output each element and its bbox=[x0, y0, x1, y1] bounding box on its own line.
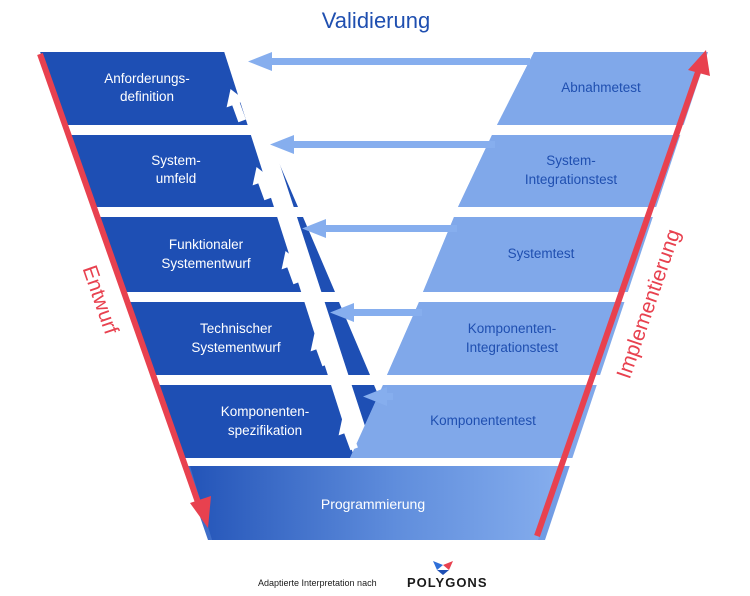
validation-arrow-5 bbox=[363, 387, 393, 406]
right-outer-mask bbox=[545, 40, 750, 540]
validation-arrow-4 bbox=[330, 303, 422, 322]
test-label-4-line1: Komponenten- bbox=[468, 321, 557, 336]
design-label-5-line2: spezifikation bbox=[228, 423, 302, 438]
test-label-2-line1: System- bbox=[546, 153, 596, 168]
design-label-4-line1: Technischer bbox=[200, 321, 273, 336]
chevron-up-icon bbox=[338, 416, 358, 451]
left-diagonal-gap bbox=[222, 45, 378, 466]
footer-brand: POLYGONS bbox=[407, 575, 487, 590]
design-arrow bbox=[37, 53, 211, 528]
base-bar-edge bbox=[190, 466, 562, 540]
arrow-down-icon bbox=[190, 496, 211, 528]
validation-arrow-2 bbox=[270, 135, 495, 154]
design-label-2-line1: System- bbox=[151, 153, 201, 168]
design-phase-labels: Anforderungs- definition System- umfeld … bbox=[104, 71, 309, 438]
polygons-logo-icon bbox=[433, 561, 453, 575]
validation-arrow-3 bbox=[302, 219, 457, 238]
test-label-2-line2: Integrationstest bbox=[525, 172, 618, 187]
validation-arrows bbox=[248, 52, 530, 406]
base-label: Programmierung bbox=[321, 496, 425, 512]
diagram-title: Validierung bbox=[322, 8, 430, 33]
design-label-3-line1: Funktionaler bbox=[169, 237, 244, 252]
design-bar-system-environment bbox=[36, 135, 298, 207]
design-label-1-line1: Anforderungs- bbox=[104, 71, 190, 86]
design-bar-requirements bbox=[36, 52, 262, 125]
test-bar-component-integration-edge bbox=[387, 302, 617, 375]
design-label-3-line2: Systementwurf bbox=[161, 256, 251, 271]
design-label-4-line2: Systementwurf bbox=[191, 340, 281, 355]
left-outer-mask bbox=[0, 40, 208, 540]
test-label-1-line1: Abnahmetest bbox=[561, 80, 641, 95]
design-label-1-line2: definition bbox=[120, 89, 174, 104]
chevron-up-icon bbox=[252, 166, 272, 201]
test-label-4-line2: Integrationstest bbox=[466, 340, 559, 355]
design-label-2-line2: umfeld bbox=[156, 171, 197, 186]
test-bar-acceptance-edge bbox=[497, 52, 700, 125]
validation-arrow-1 bbox=[248, 52, 530, 71]
flow-chevrons bbox=[226, 88, 358, 451]
footer-text: Adaptierte Interpretation nach bbox=[258, 578, 377, 588]
design-label-5-line1: Komponenten- bbox=[221, 404, 310, 419]
test-bar-system-integration-edge bbox=[458, 135, 672, 207]
test-bar-system-edge bbox=[423, 217, 645, 292]
chevron-up-icon bbox=[281, 250, 301, 285]
test-label-5-line1: Komponententest bbox=[430, 413, 536, 428]
chevron-up-icon bbox=[310, 332, 330, 367]
arrow-up-icon bbox=[688, 50, 710, 76]
test-label-3-line1: Systemtest bbox=[508, 246, 575, 261]
test-phase-labels: Abnahmetest System- Integrationstest Sys… bbox=[430, 80, 641, 428]
implementation-arrow bbox=[534, 50, 710, 537]
chevron-up-icon bbox=[226, 88, 246, 123]
test-bar-component-edge bbox=[350, 385, 590, 458]
